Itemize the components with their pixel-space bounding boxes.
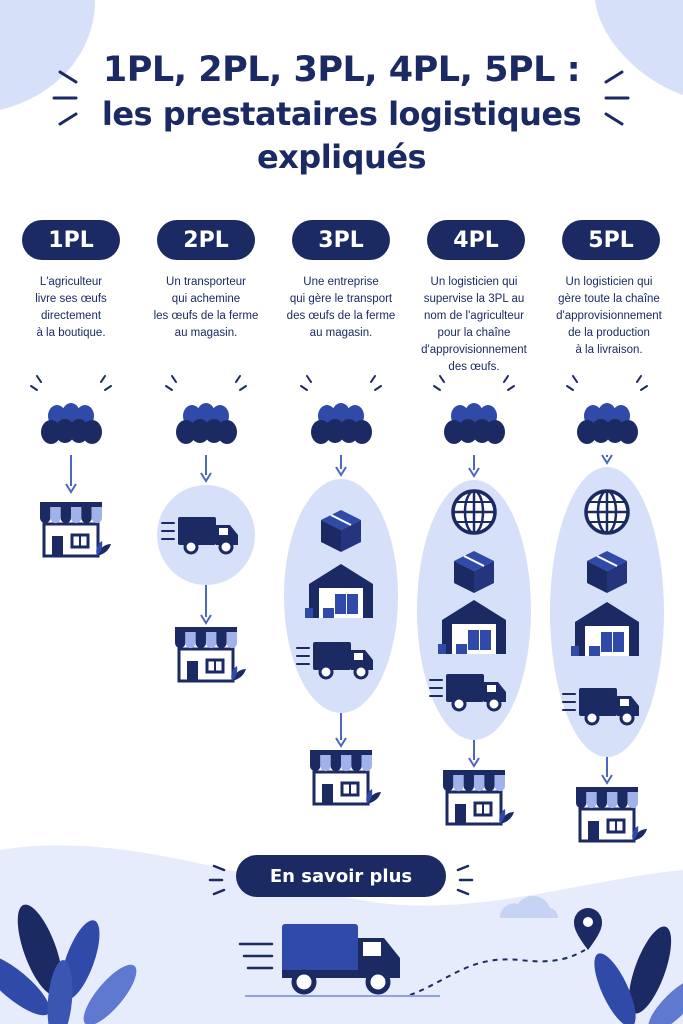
sparkle-marks — [165, 375, 247, 391]
eggs-icon — [311, 403, 372, 444]
description-2pl: Un transporteur qui achemine les œufs de… — [153, 276, 259, 339]
eggs-icon — [176, 403, 237, 444]
warehouse-icon — [438, 600, 506, 654]
flow-arrow — [601, 757, 613, 785]
flow-arrow — [335, 455, 347, 477]
eggs-icon — [444, 403, 505, 444]
button-accent-line — [456, 864, 470, 872]
globe-icon — [584, 489, 630, 535]
box-icon — [587, 551, 627, 593]
corner-blob-top-left — [0, 0, 95, 110]
page-title: 1PL, 2PL, 3PL, 4PL, 5PL : les prestatair… — [0, 48, 683, 178]
flow-arrow — [601, 454, 613, 465]
warehouse-icon — [571, 602, 639, 656]
flow-arrow — [200, 585, 212, 625]
flow-column-4pl — [417, 375, 531, 826]
pill-4pl: 4PL — [427, 220, 525, 260]
eggs-icon — [41, 403, 102, 444]
sparkle-marks — [30, 375, 112, 391]
flow-column-2pl — [157, 375, 255, 683]
shop-icon — [310, 750, 381, 806]
flow-arrow — [468, 740, 480, 768]
shop-icon — [443, 770, 514, 826]
title-line-2: les prestataires logistiques — [101, 95, 582, 133]
title-accent-line — [58, 70, 78, 84]
shop-icon — [175, 627, 246, 683]
shop-icon — [576, 787, 647, 843]
title-line-3: expliqués — [256, 138, 427, 176]
pill-2pl: 2PL — [157, 220, 255, 260]
shop-icon — [40, 502, 111, 558]
truck-icon — [429, 674, 506, 712]
description-5pl: Un logisticien qui gère toute la chaîne … — [556, 276, 662, 356]
pill-5pl: 5PL — [562, 220, 660, 260]
title-accent-line — [58, 112, 78, 126]
title-accent-line — [604, 112, 624, 126]
box-icon — [454, 551, 494, 593]
flow-arrow — [468, 455, 480, 478]
title-accent-line — [604, 70, 624, 84]
sparkle-marks — [300, 375, 382, 391]
flow-column-3pl — [284, 375, 398, 806]
truck-icon — [296, 642, 373, 680]
sparkle-marks — [433, 375, 515, 391]
sparkle-marks — [566, 375, 648, 391]
title-line-1: 1PL, 2PL, 3PL, 4PL, 5PL : — [102, 50, 581, 90]
pill-1pl: 1PL — [22, 220, 120, 260]
warehouse-icon — [305, 564, 373, 618]
flow-column-5pl — [550, 375, 664, 843]
description-4pl: Un logisticien qui supervise la 3PL au n… — [421, 276, 527, 373]
flow-column-1pl — [30, 375, 112, 558]
button-accent-line — [212, 888, 226, 896]
flow-arrow — [65, 455, 77, 494]
flow-arrow — [200, 455, 212, 483]
truck-icon — [161, 517, 238, 555]
description-1pl: L'agriculteur livre ses œufs directement… — [35, 276, 107, 339]
learn-more-button[interactable]: En savoir plus — [236, 855, 446, 897]
flow-arrow — [335, 713, 347, 748]
button-accent-line — [456, 888, 470, 896]
globe-icon — [451, 489, 497, 535]
button-accent-line — [212, 864, 226, 872]
box-icon — [321, 510, 361, 552]
truck-icon — [562, 688, 639, 726]
pill-3pl: 3PL — [292, 220, 390, 260]
corner-blob-top-right — [595, 0, 683, 95]
eggs-icon — [577, 403, 638, 444]
description-3pl: Une entreprise qui gère le transport des… — [286, 276, 396, 339]
